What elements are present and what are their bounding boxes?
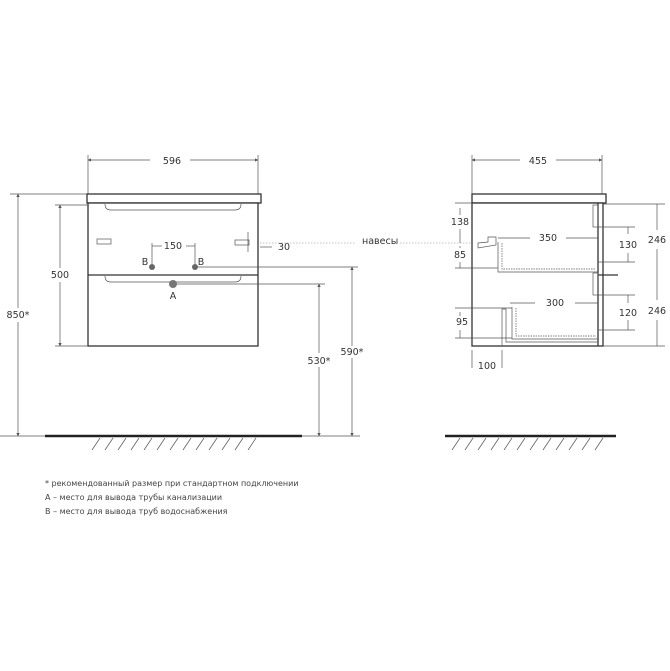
depth-dimension: 455 [529,156,547,167]
note-b: B – место для вывода труб водоснабжения [45,507,228,516]
dim-300: 300 [546,298,564,309]
note-recommended: * рекомендованный размер при стандартном… [45,479,299,488]
countertop [86,193,262,204]
hinge-offset-dimension: 30 [278,242,290,253]
total-height-dimension: 850* [7,310,30,321]
dim-95: 95 [456,317,468,328]
hinges-label: навесы [362,236,398,247]
drain-height-dimension: 530* [308,356,331,367]
hinge-right [234,239,250,246]
hinge-left [96,238,112,245]
dim-246-top: 246 [648,235,666,246]
supply-pipe-b-left [149,264,155,270]
supply-height-dimension: 590* [341,347,364,358]
dim-130: 130 [619,240,637,251]
width-dimension: 596 [163,156,181,167]
front-view: 596 B B A 150 30 500 850* 530* [0,155,364,451]
dim-100: 100 [478,361,496,372]
dim-246-bottom: 246 [648,306,666,317]
supply-pipe-b-right [192,264,198,270]
hinge-side [477,236,497,249]
floor-hatching-side [451,437,604,451]
drawer-handle [104,203,242,211]
body-height-dimension: 500 [51,270,69,281]
label-a: A [170,291,177,302]
back-cutout [501,308,598,346]
countertop-side [471,193,607,204]
floor-hatching [91,437,257,451]
drain-pipe-a [169,280,177,288]
label-b: B [142,257,149,268]
dim-85: 85 [454,250,466,261]
label-b: B [198,257,205,268]
bottom-drawer [511,307,598,340]
side-view: 455 138 85 350 300 95 100 [445,155,666,451]
dim-350: 350 [539,233,557,244]
cabinet-body-side [471,202,604,347]
notes: * рекомендованный размер при стандартном… [45,477,299,519]
dim-138: 138 [451,217,469,228]
pipe-spacing-dimension: 150 [164,241,182,252]
top-drawer [497,242,598,273]
note-a: A – место для вывода трубы канализации [45,493,223,502]
dim-120: 120 [619,308,637,319]
